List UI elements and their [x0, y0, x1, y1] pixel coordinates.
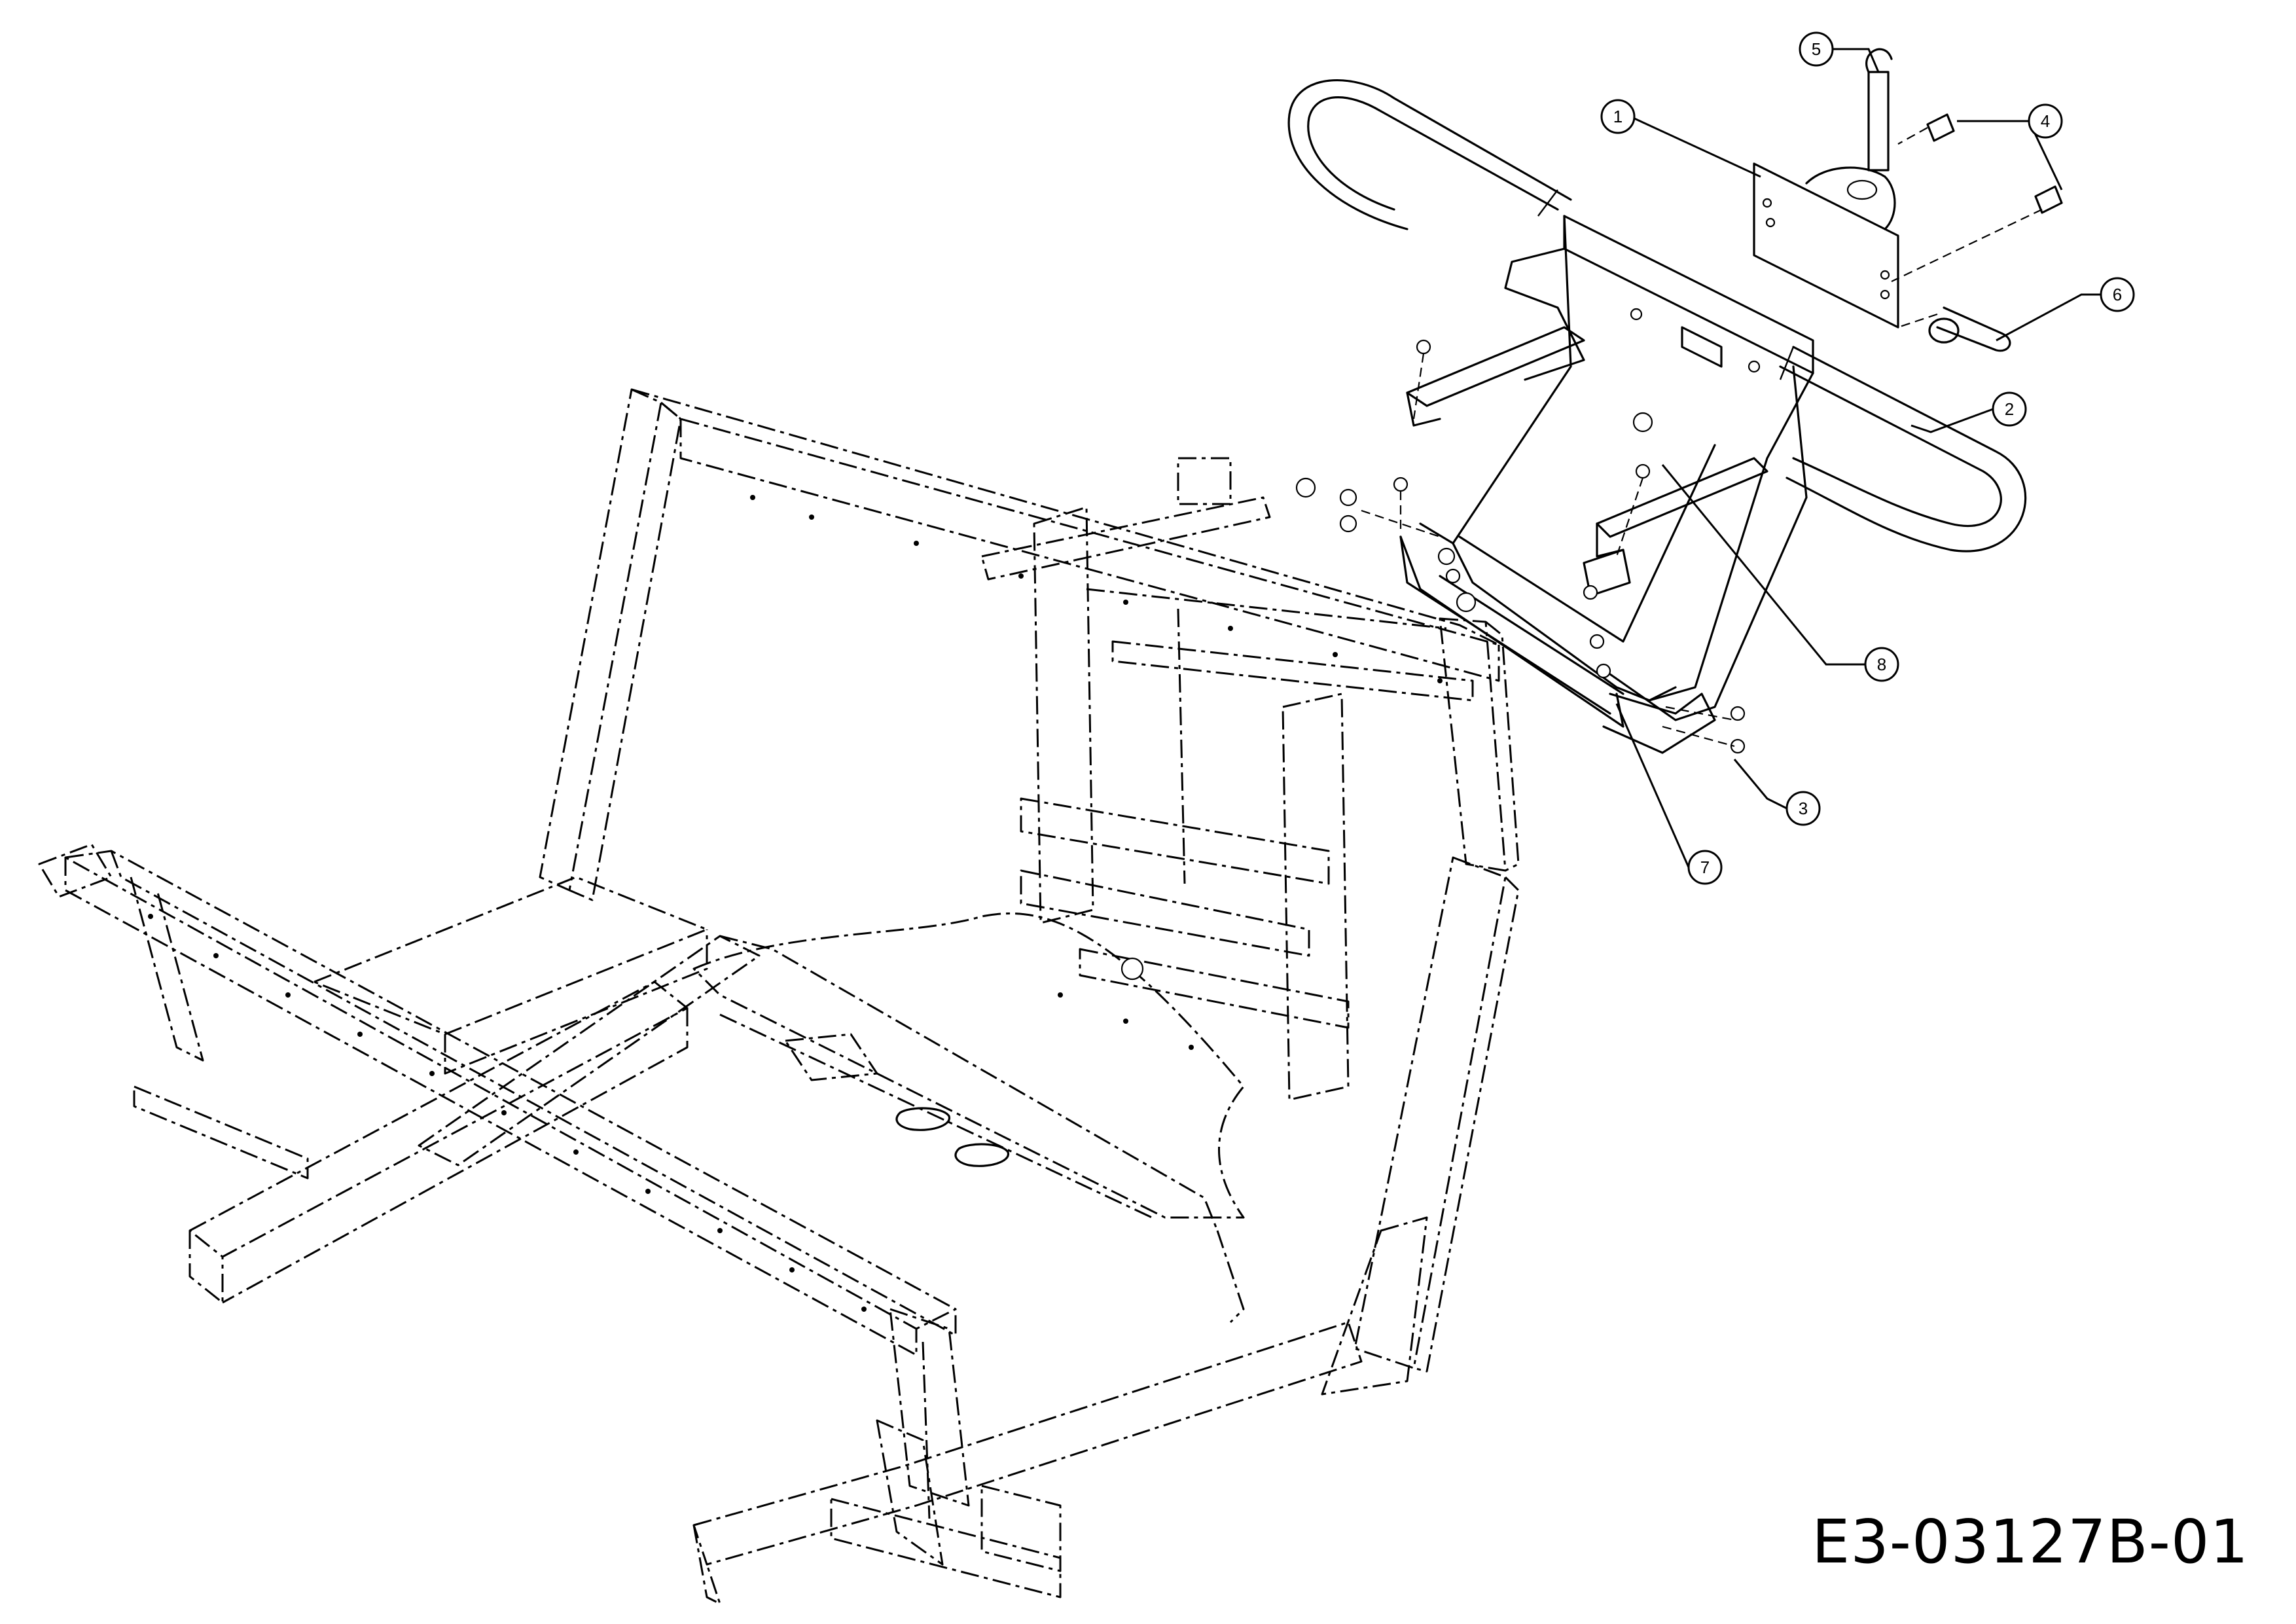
svg-text:8: 8 — [1877, 655, 1886, 674]
svg-text:5: 5 — [1812, 39, 1821, 59]
hairpin-clip — [1928, 306, 2011, 352]
callout-5: 5 — [1799, 31, 1834, 67]
hitch-pin — [1865, 48, 1893, 171]
callout-3: 3 — [1785, 791, 1821, 826]
callout-8: 8 — [1864, 647, 1899, 682]
svg-text:3: 3 — [1799, 799, 1808, 818]
svg-text:4: 4 — [2041, 111, 2050, 131]
svg-text:6: 6 — [2113, 285, 2122, 304]
hitch-plate — [1753, 162, 1899, 329]
bumper-assembly — [1287, 79, 2027, 754]
callout-4: 4 — [2028, 103, 2063, 139]
svg-text:7: 7 — [1700, 857, 1710, 877]
drawing-number: E3-03127B-01 — [1812, 1507, 2249, 1577]
bolt-4 — [1926, 113, 2063, 214]
hardware-fasteners — [1295, 339, 1746, 754]
leader-lines — [1361, 48, 2101, 868]
chassis-frame — [38, 388, 1520, 1605]
callout-7: 7 — [1687, 850, 1723, 885]
callout-6: 6 — [2100, 277, 2135, 312]
callouts: 1 2 3 4 5 6 7 8 — [1600, 31, 2135, 885]
svg-text:2: 2 — [2005, 399, 2014, 419]
svg-text:1: 1 — [1613, 107, 1623, 126]
callout-2: 2 — [1992, 391, 2027, 427]
callout-1: 1 — [1600, 99, 1636, 134]
